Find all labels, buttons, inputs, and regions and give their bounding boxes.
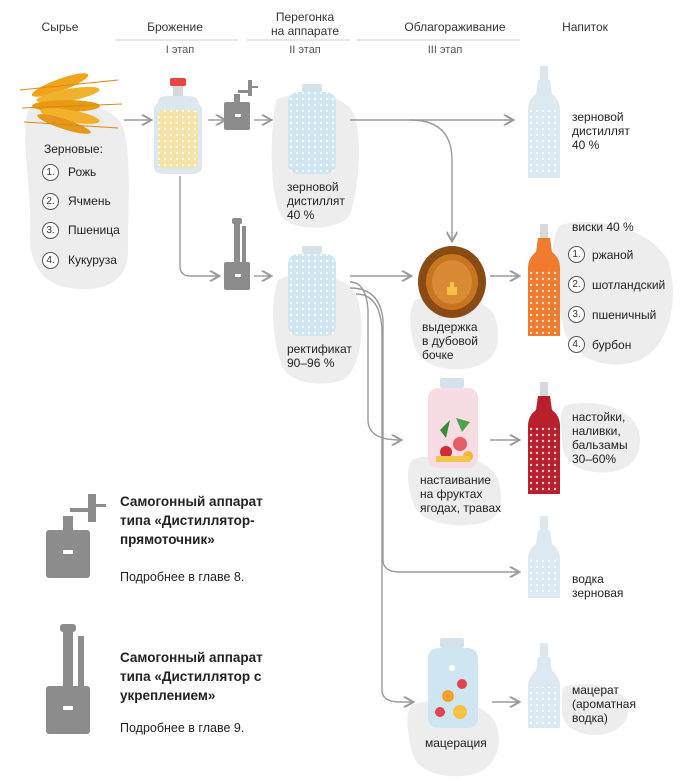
whisky-bourbon: бурбон	[592, 338, 632, 352]
arrow-to-maceration	[355, 293, 412, 702]
bottle-macerate-icon	[528, 643, 560, 728]
grains-title: Зерновые:	[44, 142, 103, 156]
whisky-rye: ржаной	[592, 248, 634, 262]
grain-barley: Ячмень	[68, 194, 111, 208]
stage-2: II этап	[289, 44, 321, 56]
drink-whisky-title: виски 40 %	[572, 220, 634, 234]
liqueur-blob	[561, 403, 640, 473]
grain-blob	[25, 101, 129, 290]
header-distillation: Перегонка на аппарате	[270, 10, 340, 38]
arrow-ferment-to-still2	[179, 176, 218, 276]
grain-rye: Рожь	[68, 165, 97, 179]
arrow-to-vodka	[349, 287, 518, 572]
macerate-blob	[561, 684, 629, 736]
legend-still-direct-flow-note: Подробнее в главе 8.	[120, 570, 245, 584]
bottle-liqueur-icon	[528, 382, 560, 494]
barrel-blob	[410, 295, 499, 370]
bottle-whisky-icon	[528, 224, 560, 336]
grain-corn: Кукуруза	[68, 253, 117, 267]
rectified-jar-icon	[288, 246, 336, 336]
header-raw: Сырье	[41, 20, 79, 34]
legend-still-with-column-note: Подробнее в главе 9.	[120, 721, 245, 735]
whisky-scotch: шотландский	[592, 278, 666, 292]
bottle-vodka-icon	[528, 516, 560, 598]
maceration-label: мацерация	[425, 736, 487, 750]
legend-still-direct-flow-icon	[46, 494, 106, 578]
grain-wheat: Пшеница	[68, 223, 120, 237]
bottle-grain-distillate-icon	[528, 66, 560, 178]
header-fermentation: Брожение	[147, 20, 203, 34]
arrow-to-barrel	[409, 119, 452, 240]
still-with-column-icon	[224, 218, 250, 290]
stage-1: I этап	[165, 44, 195, 56]
fermentation-jar-icon	[154, 78, 202, 174]
oak-barrel-icon	[418, 246, 486, 318]
header-drink: Напиток	[562, 20, 608, 34]
infusion-blob	[407, 455, 501, 526]
infusion-jar-icon	[428, 378, 478, 468]
distillate-jar-icon	[288, 84, 336, 174]
header-refinement: Облагораживание	[404, 20, 506, 34]
maceration-jar-icon	[428, 638, 478, 728]
whisky-wheat: пшеничный	[592, 308, 657, 322]
legend-still-with-column-icon	[46, 624, 90, 734]
stage-3: III этап	[427, 44, 463, 56]
wheat-icon	[19, 73, 123, 134]
still-direct-flow-icon	[224, 80, 258, 130]
